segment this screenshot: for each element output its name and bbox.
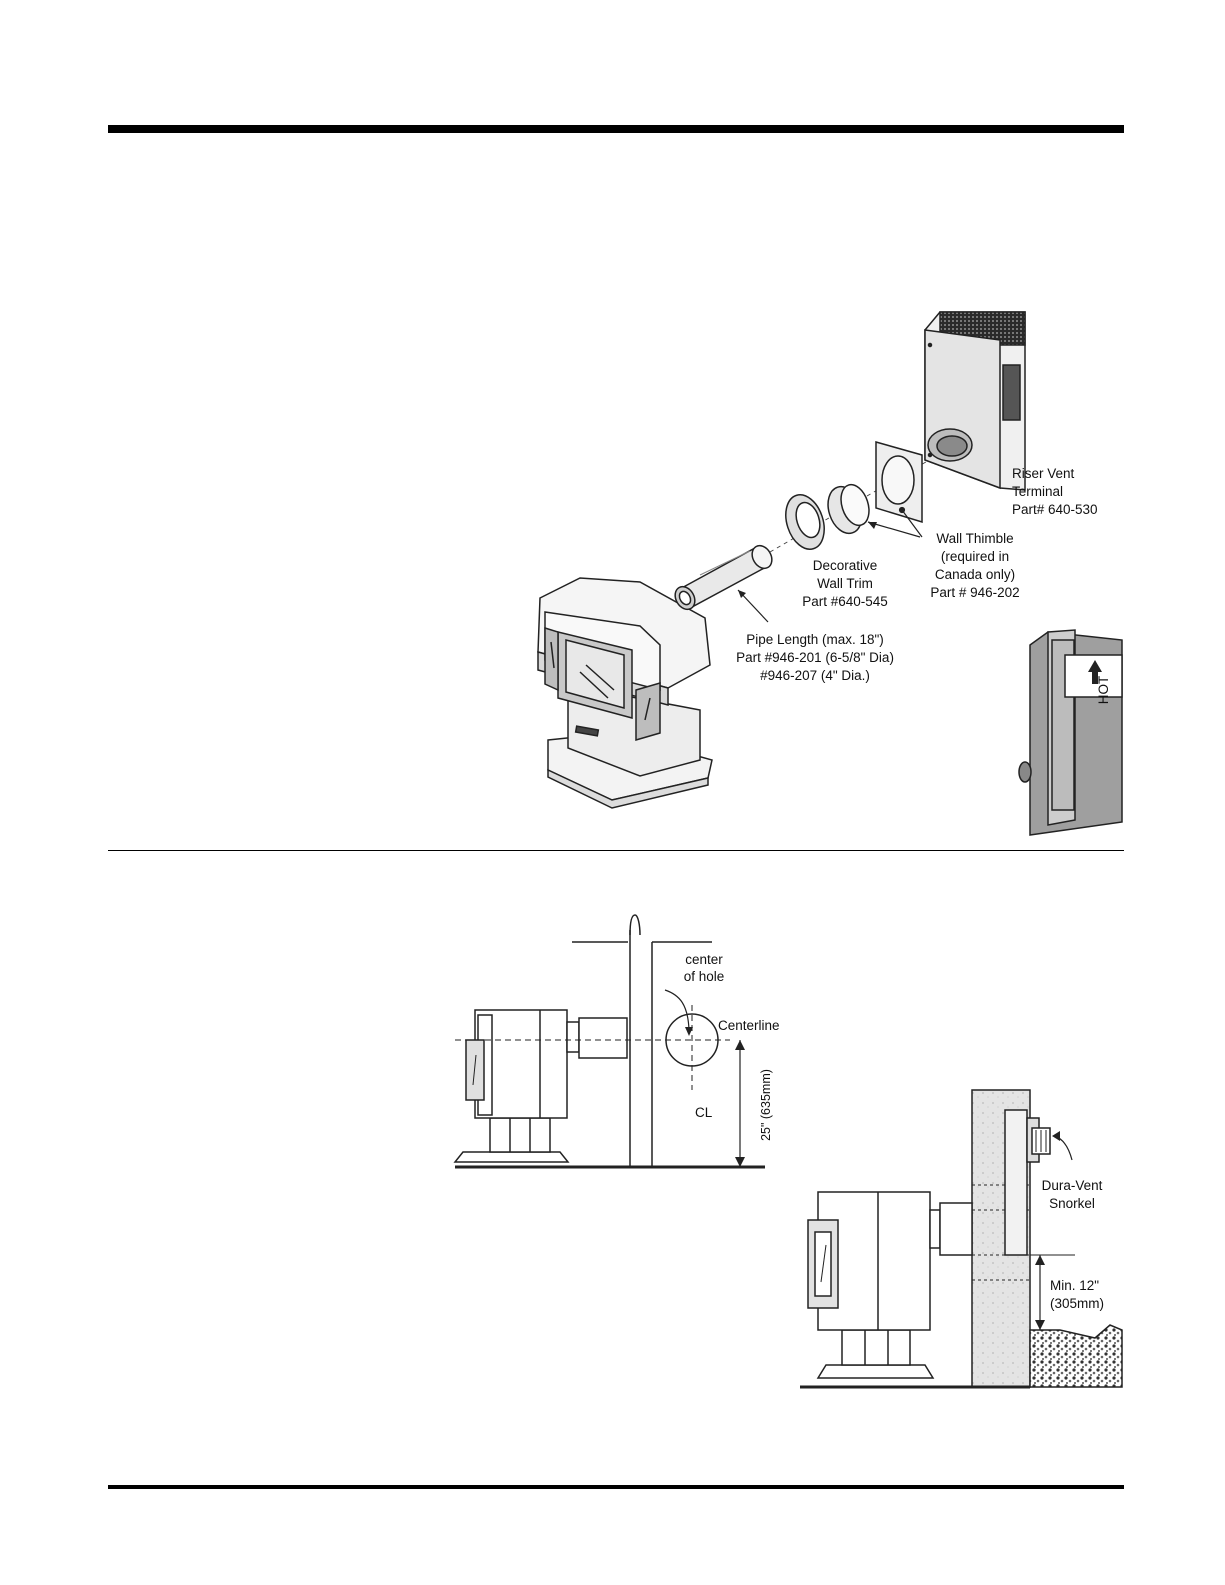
min-clearance-label-1: Min. 12" [1050,1278,1099,1293]
centerline-symbol: CL [695,1105,713,1120]
pipe-length-label-2: Part #946-201 (6-5/8" Dia) [736,650,894,665]
exploded-vent-diagram [538,312,1122,835]
wall-thimble-label-4: Part # 946-202 [930,585,1019,600]
figure3-labels: Dura-Vent Snorkel Min. 12" (305mm) [1042,1178,1104,1311]
wall-trim-illustration [779,490,831,554]
stove-illustration [538,578,712,808]
riser-terminal-label-2: Terminal [1012,484,1063,499]
min-clearance-label-2: (305mm) [1050,1296,1104,1311]
center-of-hole-label-2: of hole [684,969,725,984]
hot-label: HOT [1096,676,1111,705]
wall-trim-label-1: Decorative [813,558,878,573]
wall-trim-label-2: Wall Trim [817,576,873,591]
thimble-collar-illustration [822,481,873,538]
riser-terminal-label-3: Part# 640-530 [1012,502,1098,517]
snorkel-label-1: Dura-Vent [1042,1178,1103,1193]
snorkel-label-2: Snorkel [1049,1196,1095,1211]
pipe-length-label-3: #946-207 (4" Dia.) [760,668,870,683]
riser-terminal-label-1: Riser Vent [1012,466,1075,481]
snorkel-elevation-diagram [800,1090,1122,1387]
wall-trim-label-3: Part #640-545 [802,594,888,609]
hot-terminal-side-view [1019,630,1122,835]
pipe-length-label-1: Pipe Length (max. 18") [746,632,884,647]
wall-thimble-label-1: Wall Thimble [936,531,1013,546]
wall-thimble-label-3: Canada only) [935,567,1015,582]
center-of-hole-label-1: center [685,952,723,967]
pipe-length-illustration [671,542,776,613]
wall-thimble-label-2: (required in [941,549,1009,564]
height-dimension-label: 25" (635mm) [759,1069,773,1141]
centerline-label: Centerline [718,1018,780,1033]
riser-terminal-illustration [925,312,1025,490]
